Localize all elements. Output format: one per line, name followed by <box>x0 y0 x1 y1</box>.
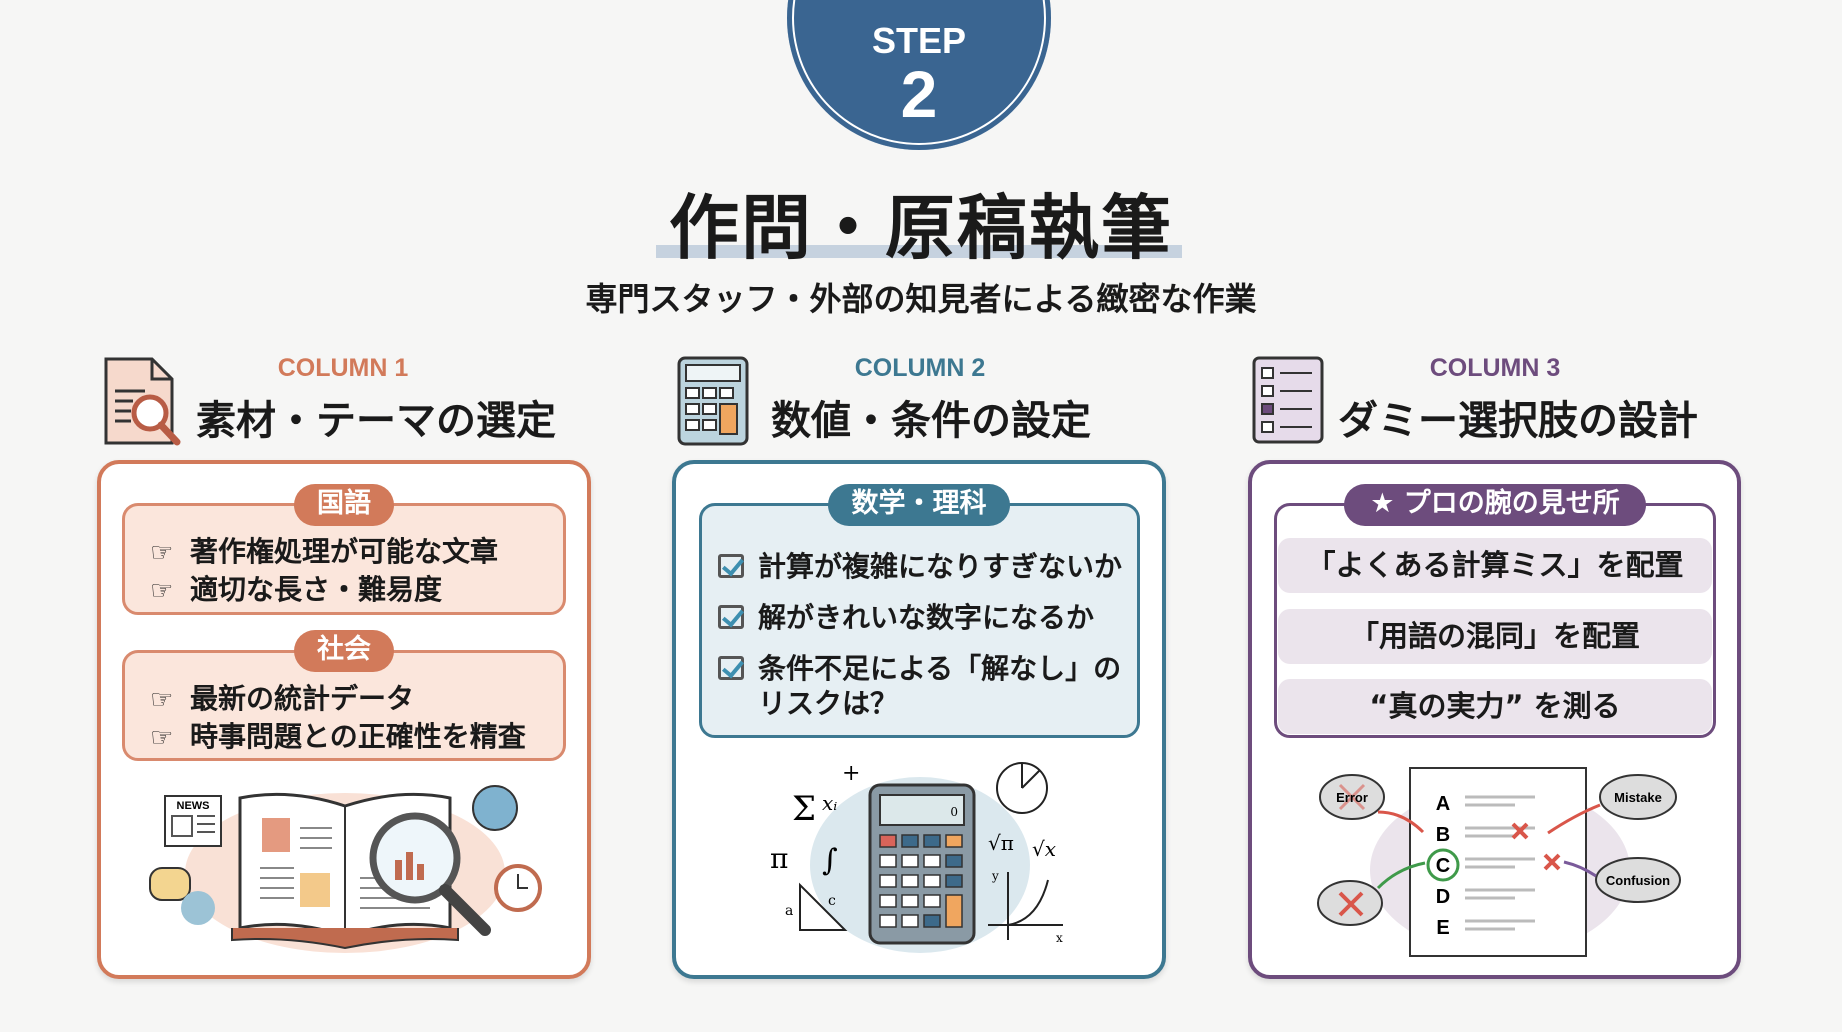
news-text: NEWS <box>177 800 210 812</box>
badge-math-science: 数学・理科 <box>828 484 1010 526</box>
pointing-hand-icon: ☞ <box>150 723 174 753</box>
item-text: 最新の統計データ <box>190 682 415 715</box>
plus-symbol: + <box>842 761 860 786</box>
choice-e: E <box>1436 917 1449 939</box>
sqrt-x-symbol: √x <box>1032 837 1056 861</box>
badge-japanese: 国語 <box>294 484 394 526</box>
sqrt-pi-symbol: √π <box>988 831 1014 855</box>
pointing-hand-icon: ☞ <box>150 538 174 568</box>
book-magnifier-illustration: NEWS <box>149 785 542 953</box>
checkbox-checked-icon <box>718 554 744 578</box>
item-text: 計算が複雑になりすぎないか <box>758 550 1123 583</box>
checklist-icon <box>1252 356 1324 444</box>
calculator-display: 0 <box>950 805 958 819</box>
bubble-error: Error <box>1336 790 1368 805</box>
axis-y-label: y <box>991 869 999 883</box>
column-2-heading: 数値・条件の設定 <box>771 398 1091 444</box>
integral-symbol: ∫ <box>822 843 838 878</box>
list-item: ☞ 適切な長さ・難易度 <box>150 568 442 608</box>
pointing-hand-icon: ☞ <box>150 576 174 606</box>
list-item: ☞ 著作権処理が可能な文章 <box>150 530 498 570</box>
checkbox-checked-icon <box>718 605 744 629</box>
badge-pro-skill: ★ プロの腕の見せ所 <box>1344 484 1646 526</box>
item-text: 条件不足による「解なし」の <box>758 652 1122 685</box>
triangle-c: c <box>828 893 836 909</box>
page-subtitle: 専門スタッフ・外部の知見者による緻密な作業 <box>585 280 1257 318</box>
item-text: 時事問題との正確性を精査 <box>190 720 526 753</box>
axis-x-label: x <box>1056 931 1063 945</box>
column-3-label: COLUMN 3 <box>1429 354 1561 382</box>
column-3-heading: ダミー選択肢の設計 <box>1338 398 1698 444</box>
choice-a: A <box>1436 793 1450 815</box>
list-item: ☞ 時事問題との正確性を精査 <box>150 715 526 755</box>
pi-symbol: π <box>770 842 788 875</box>
triangle-a: a <box>785 903 793 919</box>
document-search-icon <box>104 357 181 446</box>
checklist-box <box>699 503 1140 738</box>
title-underline <box>656 245 1182 258</box>
list-item: ☞ 最新の統計データ <box>150 677 414 717</box>
item-text: 適切な長さ・難易度 <box>190 573 443 606</box>
item-text: 解がきれいな数字になるか <box>758 601 1095 634</box>
checklist-item: 解がきれいな数字になるか <box>718 596 1094 636</box>
column-1-heading: 素材・テーマの選定 <box>196 398 556 444</box>
calculator-icon <box>677 356 749 446</box>
xi-symbol: xᵢ <box>822 791 837 815</box>
step-number: 2 <box>900 57 938 131</box>
sigma-symbol: Σ <box>792 789 816 829</box>
item-text: 著作権処理が可能な文章 <box>190 535 499 568</box>
pointing-hand-icon: ☞ <box>150 685 174 715</box>
tip-row: 「用語の混同」を配置 <box>1278 609 1712 664</box>
choice-d: D <box>1436 886 1450 908</box>
step-label: STEP <box>871 20 967 61</box>
page-title: 作問・原稿執筆 <box>669 187 1173 269</box>
column-2-label: COLUMN 2 <box>854 354 986 382</box>
checkbox-checked-icon <box>718 656 744 680</box>
checklist-item: 計算が複雑になりすぎないか <box>718 545 1122 585</box>
column-1-label: COLUMN 1 <box>277 354 409 382</box>
bubble-confusion: Confusion <box>1606 873 1670 888</box>
tip-row: “真の実力” を測る <box>1278 679 1712 734</box>
tip-row: 「よくある計算ミス」を配置 <box>1278 538 1712 593</box>
choice-b: B <box>1436 824 1450 846</box>
bubble-mistake: Mistake <box>1614 790 1662 805</box>
checklist-item-continued: リスクは？ <box>758 687 899 720</box>
badge-social: 社会 <box>294 630 394 672</box>
checklist-item: 条件不足による「解なし」の <box>718 647 1121 687</box>
choice-c: C <box>1436 855 1450 877</box>
math-calculator-illustration: Σ xᵢ + π ∫ a c 0 √π √x y x <box>770 761 1063 953</box>
